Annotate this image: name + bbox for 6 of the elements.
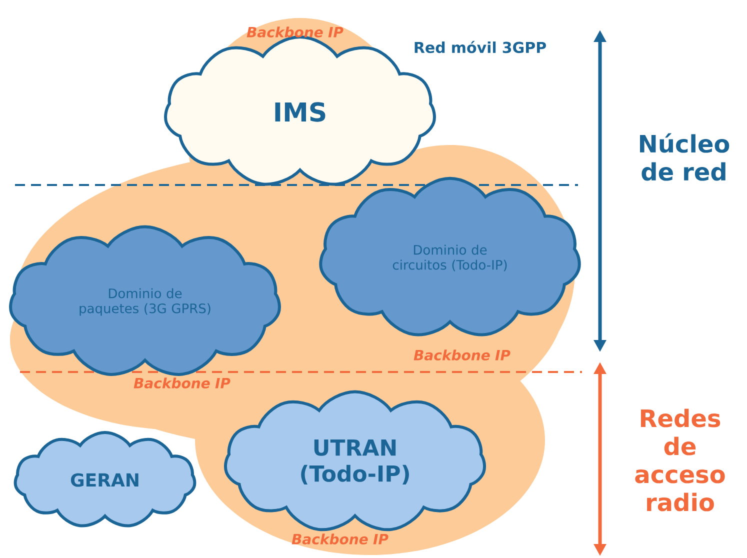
section-label: Núcleo de red bbox=[640, 133, 730, 181]
area-label: Backbone IP bbox=[134, 378, 230, 388]
section-label: Red móvil 3GPP bbox=[414, 40, 546, 54]
area-label: Backbone IP bbox=[246, 26, 344, 38]
area-label: Backbone IP bbox=[414, 350, 510, 360]
section-label: Redes de acceso radio bbox=[635, 408, 725, 512]
